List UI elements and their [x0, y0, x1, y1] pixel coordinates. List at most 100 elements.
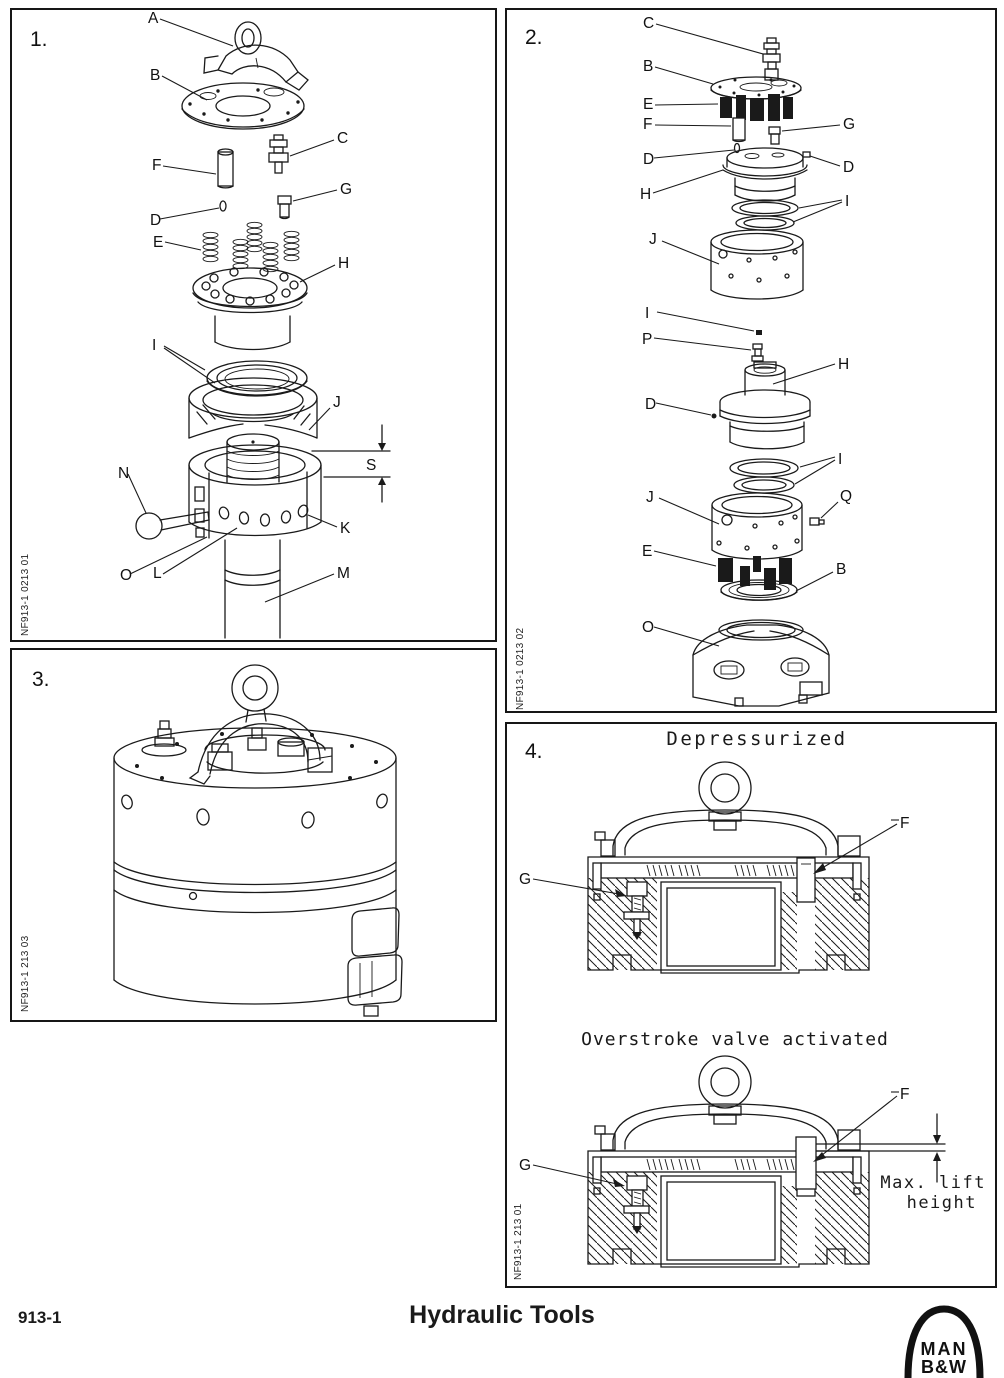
seal-rings-2 — [729, 458, 799, 494]
disc-springs — [720, 94, 793, 121]
max-lift-label-line1: Max. lift — [880, 1173, 986, 1193]
part-label-f-bottom: F — [900, 1086, 909, 1103]
part-label-g-bottom: G — [519, 1157, 531, 1174]
springs — [202, 221, 300, 273]
part-label-d2: D — [843, 159, 854, 176]
part-label-f: F — [152, 157, 161, 174]
doc-ref-3: NF913-1 213 03 — [20, 935, 31, 1012]
seal-rings — [731, 199, 799, 231]
upper-housing — [188, 377, 318, 439]
piston-2 — [719, 361, 811, 450]
part-label-o: O — [642, 619, 654, 636]
part-label-d3: D — [645, 396, 656, 413]
man-bw-logo-graphic: MAN B&W — [904, 1305, 984, 1378]
small-nipple — [751, 343, 764, 362]
small-screw-right — [802, 151, 811, 158]
nipple — [762, 37, 781, 81]
logo-text-man: MAN — [921, 1339, 968, 1359]
part-label-e2: E — [642, 543, 652, 560]
small-screw — [219, 200, 227, 212]
part-label-j: J — [649, 231, 657, 248]
jack-section-overstroke — [587, 1055, 870, 1268]
locking-handle — [135, 511, 210, 540]
doc-ref-4: NF913-1 213 01 — [513, 1203, 524, 1280]
part-label-i: I — [152, 337, 156, 354]
part-label-i: I — [845, 193, 849, 210]
guide-pin — [217, 148, 234, 189]
piston — [722, 147, 808, 202]
exploded-view-drawing-1: 1. A — [20, 10, 391, 639]
part-label-f: F — [643, 116, 652, 133]
ring-b2 — [720, 579, 798, 601]
part-label-c: C — [337, 130, 348, 147]
max-lift-dimension — [933, 1113, 941, 1183]
spring-guide-disc — [192, 267, 308, 314]
screw-plug — [768, 126, 781, 145]
cross-section-drawing: 4. Depressurized G F Overstroke valve ac… — [513, 728, 986, 1280]
figure-panel-1: 1. A — [10, 8, 497, 642]
part-label-j: J — [333, 394, 341, 411]
dimension-s — [311, 424, 391, 503]
screw-plug — [277, 195, 292, 220]
part-label-q: Q — [840, 488, 852, 505]
assembled-tool — [113, 664, 403, 1017]
logo-text-bw: B&W — [921, 1357, 967, 1377]
part-label-i2: I — [645, 305, 649, 322]
logo-arch — [904, 1305, 984, 1378]
figure-panel-3: 3. — [10, 648, 497, 1022]
part-label-a: A — [148, 10, 159, 27]
part-label-b: B — [643, 58, 653, 75]
part-label-d: D — [643, 151, 654, 168]
part-label-h: H — [338, 255, 349, 272]
flange-disc — [710, 76, 802, 100]
part-label-l: L — [153, 565, 162, 582]
figure-number-3: 3. — [32, 668, 50, 691]
part-label-k: K — [340, 520, 351, 537]
assembled-view-drawing: 3. — [20, 664, 403, 1017]
part-label-b: B — [150, 67, 160, 84]
figure-number-4: 4. — [525, 740, 543, 763]
figure-panel-4: 4. Depressurized G F Overstroke valve ac… — [505, 722, 997, 1288]
part-label-o: O — [120, 567, 132, 584]
part-label-g-top: G — [519, 871, 531, 888]
part-label-f-top: F — [900, 815, 909, 832]
lifting-bracket — [203, 21, 309, 91]
man-bw-logo: MAN B&W — [897, 1302, 991, 1378]
stud-shaft — [224, 539, 281, 639]
part-label-e: E — [153, 234, 163, 251]
plug-q — [809, 517, 825, 526]
part-label-i3: I — [838, 451, 842, 468]
guide-pin — [732, 117, 746, 143]
base-block — [692, 619, 830, 707]
doc-ref-1: NF913-1 0213 01 — [20, 554, 31, 636]
small-seal — [756, 330, 762, 335]
dimension-label-s: S — [366, 457, 376, 474]
jack-section-depressurized — [587, 761, 870, 974]
part-label-m: M — [337, 565, 350, 582]
part-label-j2: J — [646, 489, 654, 506]
part-label-g: G — [340, 181, 352, 198]
doc-ref-2: NF913-1 0213 02 — [515, 628, 526, 710]
flange-disc — [181, 82, 305, 130]
max-lift-label-line2: height — [907, 1193, 977, 1213]
nipple — [268, 134, 289, 174]
part-label-h: H — [640, 186, 651, 203]
figure-panel-2: 2. C B — [505, 8, 997, 713]
page-title: Hydraulic Tools — [409, 1301, 595, 1329]
section-number: 913-1 — [18, 1308, 62, 1327]
part-label-h2: H — [838, 356, 849, 373]
part-label-e: E — [643, 96, 653, 113]
threaded-piston — [226, 433, 280, 483]
figure-number-2: 2. — [525, 26, 543, 49]
lower-clamp-ring — [188, 444, 322, 539]
cylinder-2 — [711, 492, 803, 560]
part-label-b2: B — [836, 561, 846, 578]
caption-overstroke: Overstroke valve activated — [581, 1029, 889, 1050]
cylinder — [710, 229, 804, 300]
exploded-view-drawing-2: 2. C B — [515, 15, 855, 710]
small-screw — [733, 142, 741, 154]
piston-guide — [214, 315, 291, 351]
part-label-g: G — [843, 116, 855, 133]
part-label-n: N — [118, 465, 129, 482]
